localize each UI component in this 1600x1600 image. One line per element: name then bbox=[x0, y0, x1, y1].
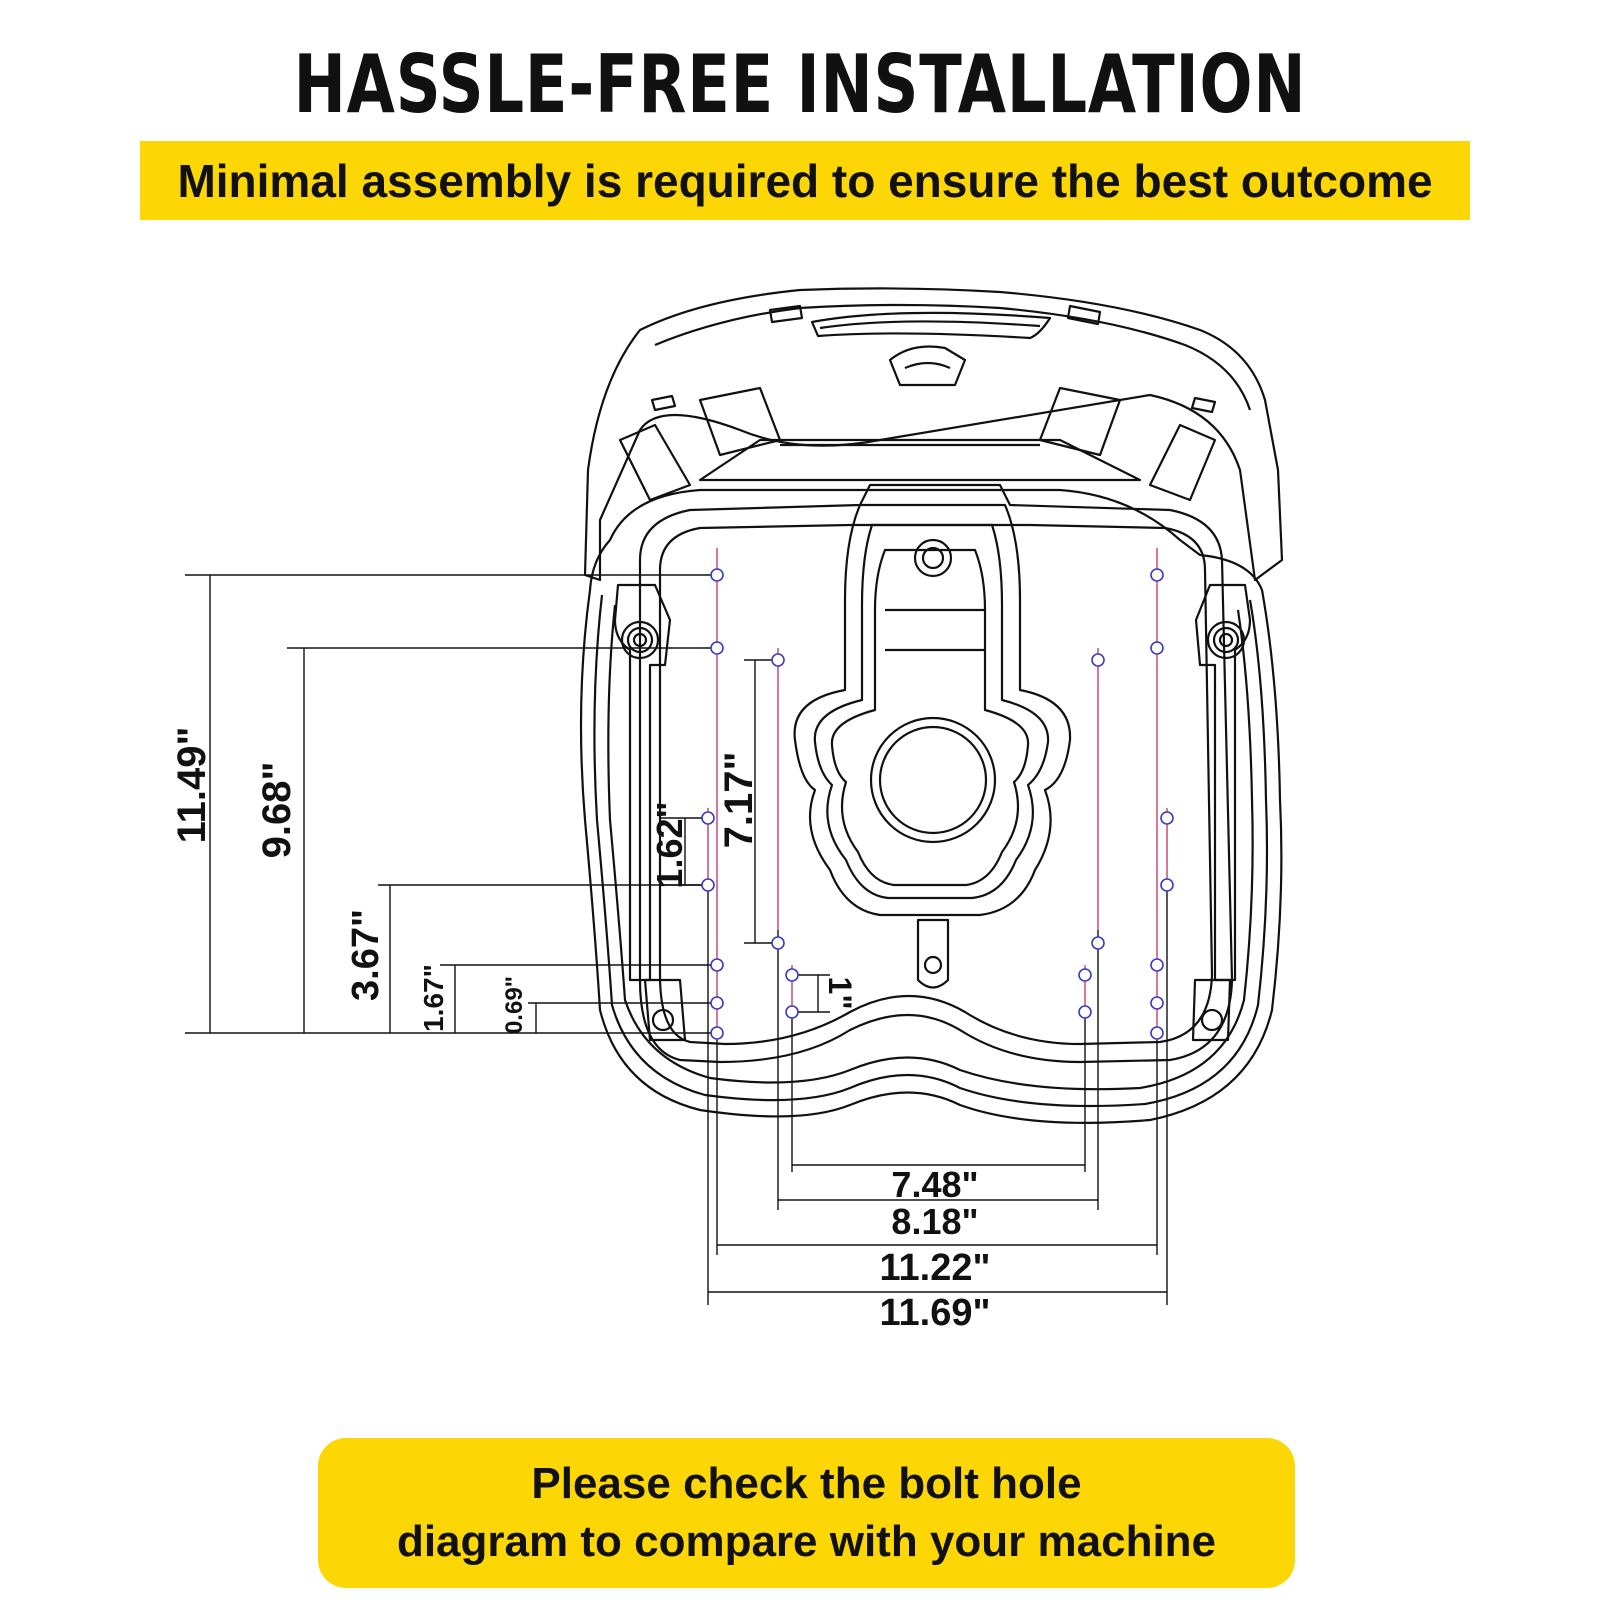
dim-label-1-62: 1.62" bbox=[649, 801, 690, 888]
bolt-hole bbox=[1091, 936, 1105, 950]
bolt-hole bbox=[1150, 958, 1164, 972]
dim-label-0-69: 0.69" bbox=[501, 976, 528, 1034]
dim-label-11-69: 11.69" bbox=[879, 1292, 990, 1334]
bolt-hole bbox=[710, 568, 724, 582]
bolt-hole bbox=[1150, 641, 1164, 655]
bolt-hole bbox=[1150, 996, 1164, 1010]
bolt-hole bbox=[710, 996, 724, 1010]
dim-label-1-67: 1.67" bbox=[418, 964, 449, 1032]
bolt-hole bbox=[785, 1005, 799, 1019]
dim-label-7-17: 7.17" bbox=[717, 752, 761, 849]
note-line-2: diagram to compare with your machine bbox=[396, 1517, 1217, 1566]
bolt-hole bbox=[1150, 568, 1164, 582]
dim-label-1: 1" bbox=[822, 977, 858, 1010]
bolt-holes bbox=[701, 568, 1174, 1040]
bolt-hole bbox=[1160, 811, 1174, 825]
dim-label-9-68: 9.68" bbox=[255, 762, 299, 859]
dim-label-11-49: 11.49" bbox=[170, 727, 214, 844]
dim-label-7-48: 7.48" bbox=[891, 1164, 978, 1205]
bolt-hole bbox=[1150, 1026, 1164, 1040]
subtitle-banner: Minimal assembly is required to ensure t… bbox=[140, 141, 1470, 220]
bolt-hole bbox=[710, 958, 724, 972]
bolt-hole bbox=[1078, 1005, 1092, 1019]
bolt-hole bbox=[1091, 653, 1105, 667]
page-title: HASSLE-FREE INSTALLATION bbox=[293, 38, 1307, 131]
dim-label-8-18: 8.18" bbox=[891, 1201, 978, 1242]
bolt-hole bbox=[710, 641, 724, 655]
compare-note-banner: Please check the bolt hole diagram to co… bbox=[318, 1438, 1295, 1588]
bolt-hole bbox=[701, 878, 715, 892]
bolt-hole bbox=[771, 653, 785, 667]
note-line-1: Please check the bolt hole bbox=[531, 1459, 1082, 1508]
bolt-hole bbox=[1078, 968, 1092, 982]
bolt-hole bbox=[785, 968, 799, 982]
bolt-hole bbox=[701, 811, 715, 825]
dimension-labels: 11.49" 9.68" 3.67" 1.67" 0.69" 1.62" 7.1… bbox=[170, 727, 991, 1334]
bolt-hole bbox=[1160, 878, 1174, 892]
subtitle-text: Minimal assembly is required to ensure t… bbox=[177, 154, 1433, 207]
dim-label-11-22: 11.22" bbox=[879, 1247, 990, 1289]
dim-label-3-67: 3.67" bbox=[345, 909, 387, 1001]
dimension-lines bbox=[185, 574, 1168, 1305]
seat-outline bbox=[579, 287, 1284, 1124]
bolt-hole bbox=[710, 1026, 724, 1040]
bolt-hole bbox=[771, 936, 785, 950]
